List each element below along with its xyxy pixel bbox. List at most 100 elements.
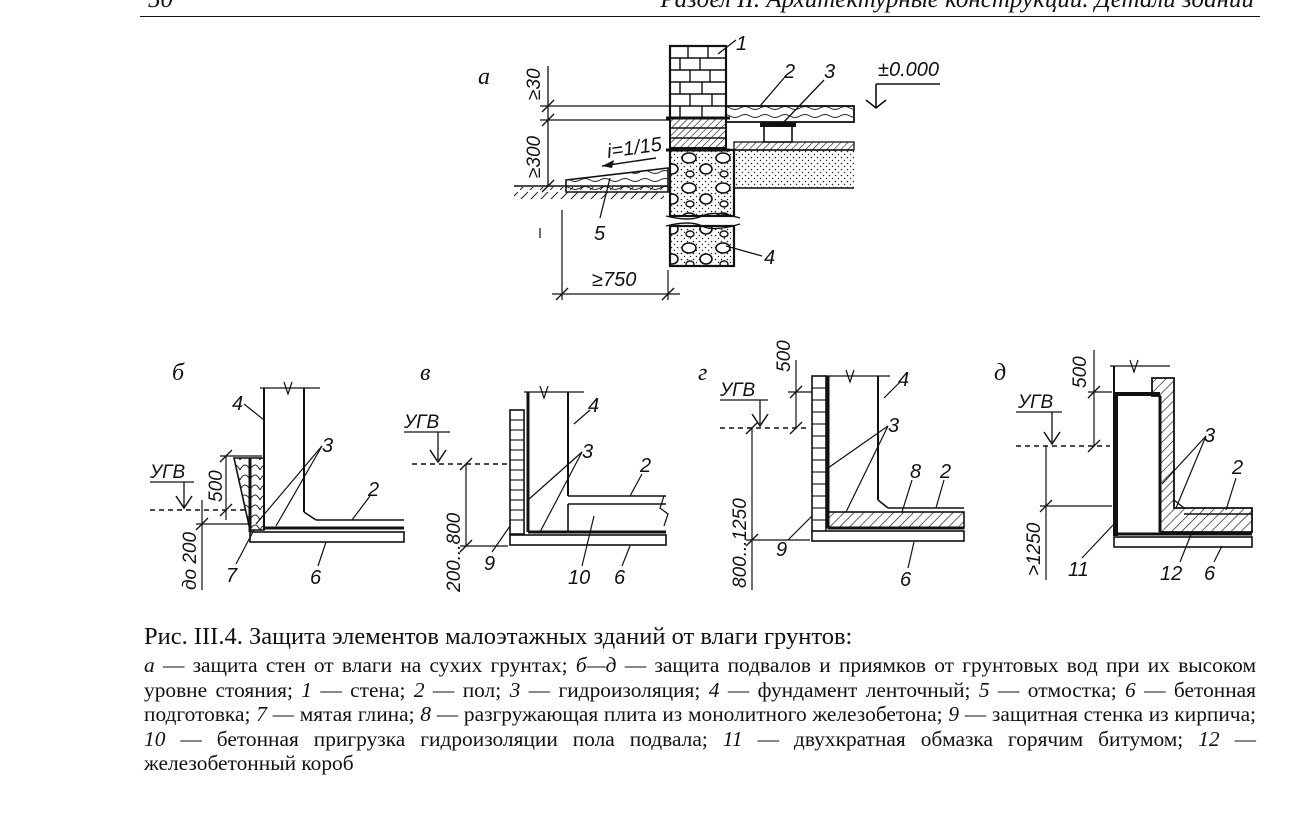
callout-g-2: 2 — [939, 461, 951, 483]
callout-b-4: 4 — [232, 393, 243, 415]
dim-v-v: 200...800 — [444, 512, 465, 593]
callout-b-3: 3 — [322, 435, 333, 457]
legend-key: 6 — [1125, 677, 1136, 702]
level-mark-arrow — [865, 99, 887, 110]
callout-3: 3 — [824, 61, 835, 83]
legend-text: — двухкратная обмазка горячим битумом; — [742, 726, 1199, 751]
callout-b-6: 6 — [310, 567, 322, 589]
dim-top-d: 500 — [1070, 356, 1091, 388]
panel-d-letter: д — [994, 360, 1006, 386]
dim-v-d: >1250 — [1024, 522, 1045, 576]
panel-d: д УГВ 500 — [994, 350, 1253, 585]
callout-d-2: 2 — [1231, 457, 1243, 479]
legend-key: 4 — [708, 677, 720, 702]
callout-d-6: 6 — [1204, 563, 1216, 585]
callout-1: 1 — [736, 33, 747, 55]
dim-v-b: 500 — [206, 470, 227, 502]
brick-wall-9-g — [811, 375, 827, 533]
callout-g-4: 4 — [898, 369, 909, 391]
dim-top: ≥30 — [524, 68, 545, 100]
legend-text: — защита стен от влаги на сухих грунтах; — [154, 653, 576, 677]
legend-text: — стена; — [312, 677, 414, 702]
callout-g-8: 8 — [910, 461, 921, 483]
legend-text: — мятая глина; — [266, 702, 421, 727]
brick-wall-9 — [509, 409, 525, 535]
figure-iii-4: а — [149, 33, 1253, 593]
legend-key: 8 — [420, 702, 431, 727]
blind-area-5 — [565, 167, 669, 193]
callout-d-11: 11 — [1068, 559, 1089, 581]
legend-key: 12 — [1198, 726, 1220, 751]
caption-legend: а — защита стен от влаги на сухих грунта… — [144, 653, 1256, 776]
dim-v-g: 800...1250 — [730, 498, 751, 588]
legend-text: — защита подвалов и приямков от грунтовы… — [144, 653, 1256, 702]
rc-box-12 — [1151, 377, 1253, 533]
ugv-label-b: УГВ — [149, 462, 185, 483]
ugv-label-v: УГВ — [403, 412, 439, 433]
callout-2: 2 — [783, 61, 795, 83]
callout-g-9: 9 — [776, 539, 787, 561]
callout-b-2: 2 — [367, 479, 379, 501]
legend-key: а — [144, 653, 155, 677]
foundation-4-upper — [668, 148, 736, 218]
legend-text: — защитная стенка из кирпича; — [959, 702, 1257, 727]
callout-v-9: 9 — [484, 553, 495, 575]
page-number: 50 — [148, 0, 173, 14]
callout-v-6: 6 — [614, 567, 626, 589]
concrete-base-6 — [249, 531, 405, 543]
callout-d-3: 3 — [1204, 425, 1215, 447]
dim-low-b: до 200 — [180, 532, 201, 590]
panel-a-letter: а — [478, 64, 490, 90]
floor-subgrade — [734, 150, 854, 188]
legend-key: 10 — [144, 726, 166, 751]
plinth-band — [669, 117, 727, 149]
dim-top-g: 500 — [774, 340, 795, 372]
legend-key: б—д — [575, 653, 617, 677]
legend-text: — бетонная подготовка; — [144, 677, 1257, 727]
legend-key: 9 — [948, 702, 960, 727]
legend-text: — железобетонный короб — [144, 726, 1256, 776]
legend-key: 11 — [722, 726, 743, 751]
callout-g-3: 3 — [888, 415, 899, 437]
panel-g-letter: г — [698, 360, 707, 386]
legend-text: — пол; — [424, 677, 510, 702]
callout-4: 4 — [764, 247, 775, 269]
panel-b: б УГВ 500 — [149, 360, 405, 590]
callout-v-10: 10 — [568, 567, 590, 589]
panel-b-letter: б — [172, 360, 185, 386]
figure-caption: Рис. III.4. Защита элементов малоэтажных… — [144, 622, 1256, 776]
callout-v-2: 2 — [639, 455, 651, 477]
running-title: Раздел II. Архитектурные конструкции. Де… — [660, 0, 1254, 14]
callout-g-6: 6 — [900, 569, 912, 591]
ugv-label-g: УГВ — [719, 380, 755, 401]
legend-key: 5 — [978, 677, 990, 702]
caption-title: Рис. III.4. Защита элементов малоэтажных… — [144, 623, 853, 650]
callout-d-12: 12 — [1160, 563, 1182, 585]
concrete-base-g — [811, 530, 965, 542]
panel-g: г — [698, 340, 965, 591]
running-header: 50 Раздел II. Архитектурные конструкции.… — [140, 0, 1260, 17]
callout-v-3: 3 — [582, 441, 593, 463]
callout-5: 5 — [594, 223, 606, 245]
concrete-base-d — [1113, 536, 1253, 548]
slab-8 — [827, 511, 965, 529]
panel-a: а — [478, 33, 940, 301]
legend-text: — фундамент ленточный; — [719, 677, 979, 702]
legend-key: 7 — [256, 702, 267, 727]
floor-2 — [725, 105, 855, 123]
callout-v-4: 4 — [588, 395, 599, 417]
legend-key: 2 — [413, 677, 425, 702]
dim-bottom: ≥750 — [592, 269, 636, 291]
wall-brick-joints — [670, 46, 726, 118]
dim-mid: ≥300 — [524, 135, 545, 178]
panel-v: в — [403, 360, 669, 593]
ugv-label-d: УГВ — [1017, 392, 1053, 413]
legend-text: — разгружающая плита из монолитного желе… — [431, 702, 949, 727]
callout-b-7: 7 — [226, 565, 238, 587]
level-mark-text: ±0.000 — [878, 59, 939, 81]
legend-key: 1 — [301, 677, 312, 702]
legend-key: 3 — [509, 677, 521, 702]
legend-text: — отмостка; — [989, 677, 1126, 702]
legend-text: — бетонная пригрузка гидроизоляции пола … — [165, 726, 723, 751]
